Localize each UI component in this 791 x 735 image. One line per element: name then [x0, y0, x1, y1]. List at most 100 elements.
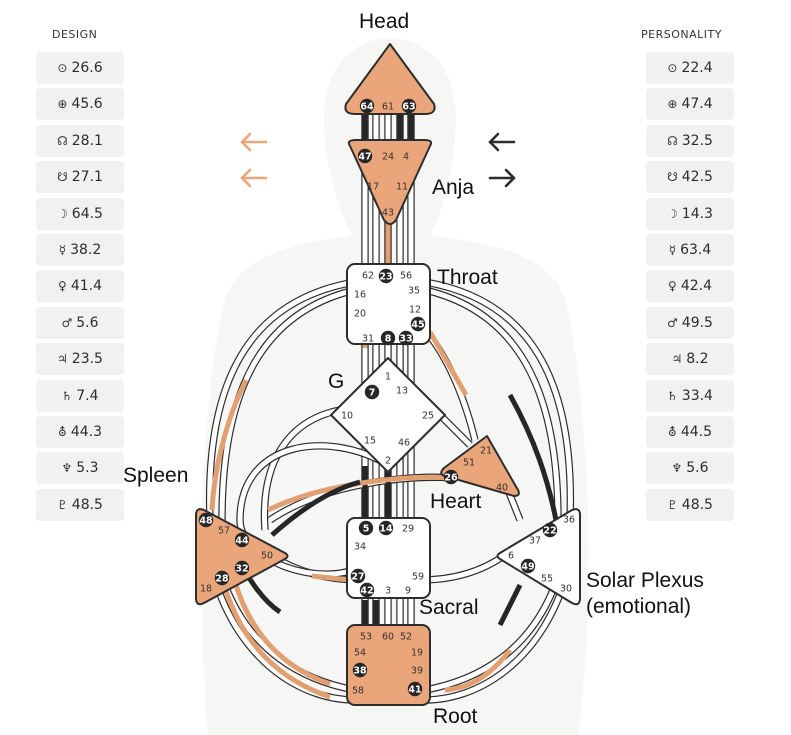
gate-active-marker: [407, 681, 423, 697]
gate-number: 27: [351, 571, 364, 582]
gate-active-marker: [359, 98, 375, 114]
gate-number: 12: [409, 304, 421, 315]
personality-planet-row: ⛢44.5: [646, 415, 734, 448]
gate-active-marker: [520, 558, 536, 574]
personality-planet-value: 63.4: [680, 241, 712, 258]
personality-planet-value: 22.4: [681, 60, 713, 76]
earth-icon: ⊕: [667, 97, 678, 112]
gate-number: 30: [560, 583, 572, 594]
personality-arrow-right-icon: [488, 168, 516, 188]
sacral-center: [346, 517, 431, 599]
head-center-label: Head: [359, 10, 410, 33]
personality-planet-row: ☿63.4: [646, 233, 734, 266]
gate-number: 23: [379, 271, 392, 282]
gate-number: 15: [364, 435, 376, 446]
head-center: [344, 43, 436, 115]
gate-number: 61: [382, 101, 394, 112]
gate-number: 13: [396, 385, 408, 396]
active-channel: [233, 584, 331, 687]
gate-number: 64: [360, 101, 374, 112]
gate-number: 31: [362, 333, 374, 344]
personality-planet-value: 14.3: [681, 205, 713, 222]
active-channel: [266, 474, 449, 513]
gate-number: 26: [444, 472, 458, 483]
active-channel: [270, 479, 361, 537]
gate-number: 39: [411, 665, 423, 676]
mars-icon: ♂: [667, 315, 678, 330]
design-planet-row: ⊕45.6: [36, 88, 124, 121]
gate-number: 20: [354, 308, 366, 319]
active-channel: [311, 573, 351, 583]
gate-active-marker: [359, 582, 375, 598]
gate-number: 38: [353, 665, 367, 676]
design-planet-value: 38.2: [70, 241, 102, 258]
root-center-label: Root: [433, 705, 478, 728]
gate-active-marker: [364, 384, 380, 400]
design-planet-row: ♄7.4: [36, 379, 124, 412]
north-node-icon: ☊: [667, 133, 678, 148]
gate-active-marker: [380, 330, 396, 346]
south-node-icon: ☋: [667, 170, 678, 185]
gate-number: 19: [411, 647, 423, 658]
gate-number: 7: [369, 387, 376, 398]
design-planet-value: 45.6: [71, 96, 103, 113]
channel: [424, 279, 573, 521]
personality-planet-row: ♀42.4: [646, 270, 734, 303]
solar-plexus-sub-label: (emotional): [586, 595, 692, 618]
channel: [222, 584, 356, 693]
active-channel: [209, 378, 249, 511]
design-planet-row: ⊙26.6: [36, 52, 124, 84]
personality-column-title: PERSONALITY: [641, 28, 722, 41]
personality-planet-row: ♇48.5: [646, 488, 734, 521]
gate-number: 11: [396, 181, 408, 192]
personality-planet-value: 47.4: [681, 96, 713, 113]
gate-number: 43: [382, 207, 394, 218]
gate-number: 28: [215, 573, 229, 584]
gate-number: 9: [405, 585, 411, 596]
gate-number: 14: [379, 523, 393, 534]
gate-active-marker: [358, 520, 374, 536]
heart-center: [440, 435, 520, 497]
gate-number: 3: [385, 585, 391, 596]
neptune-icon: ♆: [671, 461, 683, 476]
gate-number: 45: [411, 319, 424, 330]
personality-planet-row: ♂49.5: [646, 306, 734, 339]
gate-number: 46: [398, 437, 410, 448]
mars-icon: ♂: [61, 315, 73, 330]
design-planet-value: 41.4: [70, 278, 102, 295]
design-planet-value: 28.1: [71, 132, 103, 149]
design-planet-value: 27.1: [71, 169, 103, 186]
gate-number: 41: [408, 684, 421, 695]
personality-planet-row: ♄33.4: [646, 379, 734, 412]
gate-number: 18: [200, 583, 212, 594]
mercury-icon: ☿: [668, 242, 677, 257]
gate-active-marker: [410, 316, 426, 332]
channel: [219, 287, 356, 521]
personality-planet-value: 42.4: [680, 278, 712, 295]
gate-number: 32: [235, 563, 248, 574]
design-planet-list: ⊙26.6⊕45.6☊28.1☋27.1☽64.5☿38.2♀41.4♂5.6♃…: [36, 52, 124, 525]
jupiter-icon: ♃: [671, 352, 683, 367]
earth-icon: ⊕: [57, 97, 68, 112]
gate-active-marker: [378, 520, 394, 536]
arrow-head: [240, 168, 252, 188]
gate-active-marker: [214, 570, 230, 586]
gate-number: 42: [360, 585, 373, 596]
gate-number: 52: [400, 631, 412, 642]
personality-planet-value: 5.6: [686, 460, 709, 477]
g-center-label: G: [328, 370, 345, 393]
personality-arrow-left-icon: [488, 132, 516, 152]
arrow-head: [240, 132, 252, 152]
gate-number: 48: [199, 515, 213, 526]
sun-icon: ⊙: [667, 61, 678, 75]
design-planet-value: 48.5: [71, 496, 103, 513]
gate-active-marker: [198, 512, 214, 528]
personality-planet-row: ♃8.2: [646, 343, 734, 376]
gate-number: 54: [354, 647, 366, 658]
mercury-icon: ☿: [58, 242, 67, 257]
design-planet-value: 26.6: [71, 60, 103, 76]
